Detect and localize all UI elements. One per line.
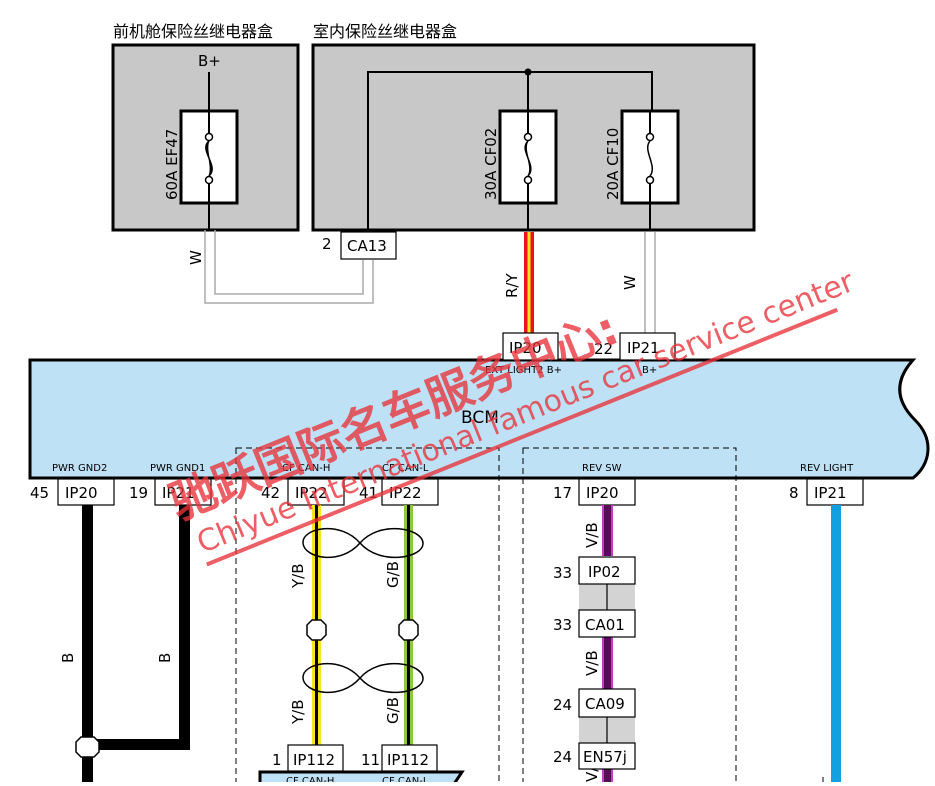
- connector-pin: 33: [553, 564, 572, 582]
- wire-w-cf10[interactable]: [644, 232, 656, 335]
- connector-name: IP20: [586, 484, 619, 502]
- wire-color-label: V/B: [583, 650, 601, 676]
- connector-name: CA09: [585, 695, 625, 713]
- fuse-ef47[interactable]: [179, 109, 239, 205]
- connector-name: IP22: [295, 484, 328, 502]
- fuse-cf02[interactable]: [498, 109, 558, 205]
- wire-color-label: V/B: [583, 522, 601, 548]
- connector-name: IP21: [162, 484, 195, 502]
- rev-sw-group-outline: [522, 447, 737, 786]
- connector-name: IP112: [293, 751, 335, 769]
- fuse-cf02-label: 30A CF02: [482, 128, 500, 200]
- connector-pin: 2: [322, 235, 332, 253]
- connector-ip20-gnd[interactable]: [57, 478, 115, 506]
- connector-pin: 22: [594, 340, 613, 358]
- pin-signal-label: CF CAN-H: [282, 463, 330, 474]
- connector-ip20-top[interactable]: [502, 332, 559, 361]
- fuse-cf10[interactable]: [620, 109, 680, 230]
- connector-ca01[interactable]: [578, 609, 636, 638]
- connector-name: CA13: [347, 237, 387, 255]
- connector-pin: 24: [553, 696, 572, 714]
- connector-ca09[interactable]: [578, 688, 636, 718]
- wire-color-label: W: [621, 275, 639, 290]
- connector-pin: 17: [553, 484, 572, 502]
- fuse-terminal-icon: [204, 132, 214, 142]
- pin-signal-label: B+: [642, 365, 657, 376]
- splice-icon: [75, 736, 100, 758]
- wire-w-ef47[interactable]: [204, 230, 374, 304]
- connector-pin: 11: [361, 751, 380, 769]
- twisted-pair-icon: [302, 662, 424, 694]
- fuse-element-icon: [647, 140, 653, 177]
- pin-signal-label: REV LIGHT: [800, 463, 854, 474]
- pin-signal-label: CF CAN-L: [382, 776, 429, 782]
- connector-ip112-canh[interactable]: [287, 744, 344, 772]
- connector-pin: 24: [553, 748, 572, 766]
- connector-name: IP20: [509, 339, 542, 357]
- connector-ip02[interactable]: [578, 556, 636, 585]
- fuse-terminal-icon: [523, 132, 533, 142]
- pin-signal-label: CF CAN-L: [382, 463, 429, 474]
- connector-name: IP22: [389, 484, 422, 502]
- pin-signal-label: PWR GND2: [52, 463, 107, 474]
- fuse-terminal-icon: [523, 175, 533, 185]
- connector-name: IP20: [65, 484, 98, 502]
- fuse-terminal-icon: [645, 175, 655, 185]
- connector-ip21-gnd[interactable]: [154, 478, 212, 506]
- wire-color-label: G/B: [384, 697, 402, 724]
- fuse-ef47-label: 60A EF47: [163, 129, 181, 200]
- connector-pin: 8: [789, 484, 799, 502]
- pin-signal-label: EXT LIGHT2 B+: [485, 365, 562, 376]
- fuse-cf10-label: 20A CF10: [604, 128, 622, 200]
- wire-color-label: Y/B: [289, 699, 307, 725]
- wire-color-label: Y/B: [289, 563, 307, 589]
- fuse-terminal-icon: [645, 132, 655, 142]
- connector-pin: 1: [272, 751, 282, 769]
- front-fuse-box-title: 前机舱保险丝继电器盒: [113, 22, 273, 41]
- connector-name: IP21: [814, 484, 847, 502]
- connector-pin: 45: [30, 484, 49, 502]
- connector-pin: 42: [261, 484, 280, 502]
- splice-icon: [306, 619, 327, 641]
- interior-fuse-box-title: 室内保险丝继电器盒: [313, 22, 457, 41]
- wire-ground[interactable]: [75, 505, 190, 782]
- b-plus-label: B+: [198, 52, 221, 70]
- splice-icon: [398, 619, 419, 641]
- wire-rev-light[interactable]: [831, 505, 841, 782]
- connector-name: EN57j: [583, 748, 627, 766]
- twisted-pair-icon: [302, 527, 424, 559]
- connector-pin: 19: [129, 484, 148, 502]
- connector-name: IP21: [627, 339, 660, 357]
- interior-fuse-box: 30A CF02 20A CF10: [311, 43, 756, 232]
- connector-ip112-canl[interactable]: [381, 744, 438, 772]
- connector-name: IP02: [588, 563, 621, 581]
- wire-r-y[interactable]: [524, 232, 534, 335]
- front-fuse-box: B+ 60A EF47: [111, 43, 300, 232]
- bcm-label: BCM: [461, 408, 499, 428]
- connector-ip20-revsw[interactable]: [578, 478, 636, 506]
- pin-signal-label: CF CAN-H: [286, 776, 334, 782]
- connector-name: CA01: [585, 616, 625, 634]
- wire-color-label: G/B: [384, 561, 402, 588]
- wire-color-label: B: [59, 653, 77, 663]
- pin-signal-label: REV SW: [582, 463, 622, 474]
- fuse-terminal-icon: [204, 175, 214, 185]
- connector-ip21-top[interactable]: [619, 332, 676, 361]
- connector-ip22-canh[interactable]: [287, 478, 345, 506]
- connector-en57j[interactable]: [578, 742, 636, 770]
- connector-name: IP112: [387, 751, 429, 769]
- wire-color-label: B: [156, 653, 174, 663]
- connector-pin: 33: [553, 616, 572, 634]
- pin-signal-label: PWR GND1: [150, 463, 205, 474]
- can-group-outline: [235, 447, 500, 786]
- wire-rev-sw[interactable]: [602, 505, 613, 782]
- connector-ca13[interactable]: [340, 231, 397, 260]
- wire-color-label: W: [187, 250, 205, 265]
- wire-color-label: R/Y: [503, 273, 521, 298]
